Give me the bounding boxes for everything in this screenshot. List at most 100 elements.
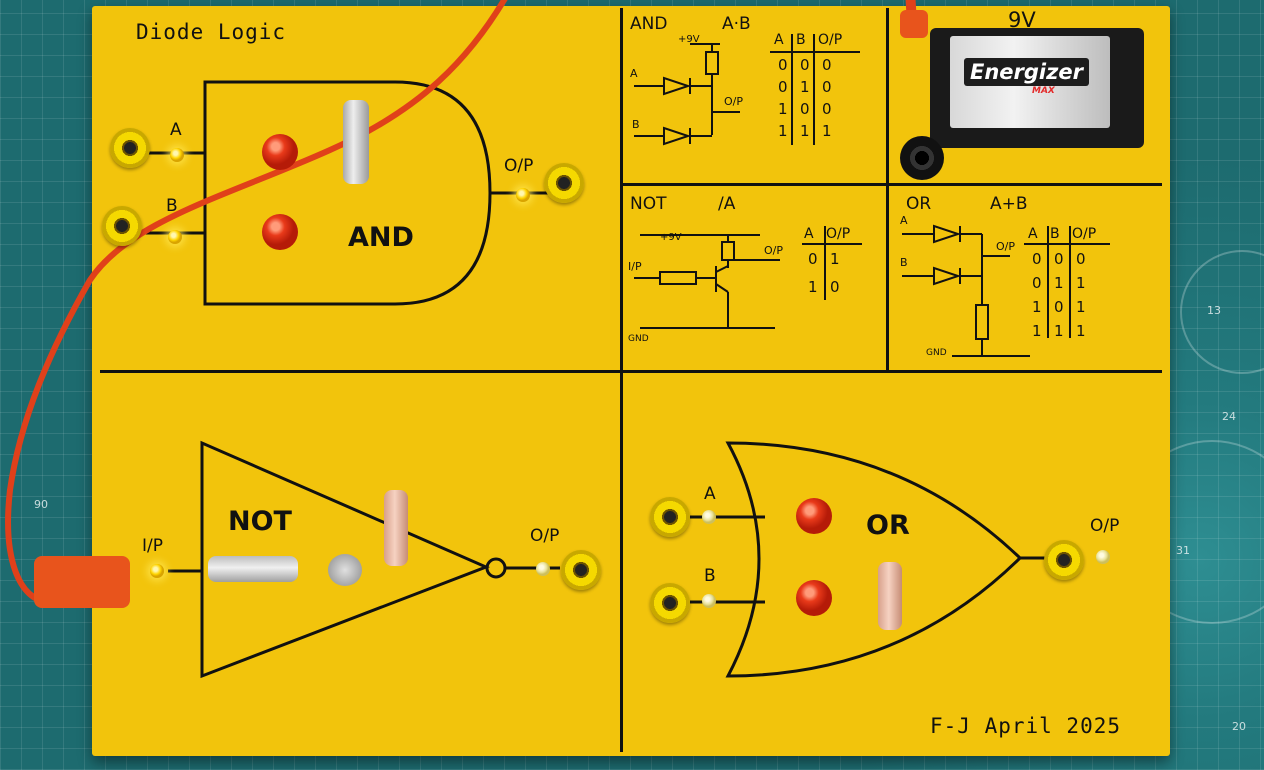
or-socket-output[interactable] (1044, 540, 1084, 580)
truth-table-header: O/P (818, 32, 843, 48)
not-led-input (150, 564, 164, 578)
or-led-b (702, 594, 716, 608)
and-schematic-expr: A·B (722, 14, 751, 34)
not-gate-outline (200, 440, 490, 679)
black-socket (900, 136, 944, 180)
not-schematic-out: O/P (764, 244, 783, 257)
and-led-b (168, 230, 182, 244)
and-socket-b[interactable] (102, 206, 142, 246)
truth-table-cell: 0 (1076, 250, 1086, 268)
and-socket-a[interactable] (110, 128, 150, 168)
not-schematic (634, 226, 862, 329)
or-label-b: B (704, 566, 716, 586)
not-schematic-in: I/P (628, 260, 642, 273)
truth-table-cell: 1 (778, 122, 788, 140)
or-schematic (902, 224, 1110, 357)
or-schematic-gnd: GND (926, 348, 947, 358)
and-gate-name: AND (348, 222, 414, 253)
and-led-a (170, 148, 184, 162)
and-schematic-supply: +9V (678, 34, 700, 45)
battery-sub: MAX (1032, 86, 1055, 96)
truth-table-cell: 0 (822, 56, 832, 74)
red-test-wire (5, 0, 508, 605)
or-socket-b[interactable] (650, 583, 690, 623)
board-title: Diode Logic (136, 20, 287, 44)
and-schematic-in-b: B (632, 118, 640, 131)
mat-number: 13 (1207, 304, 1221, 317)
truth-table-cell: 0 (822, 100, 832, 118)
battery-red-plug (900, 10, 928, 38)
not-schematic-supply: +9V (660, 232, 682, 243)
truth-table-header: O/P (826, 226, 851, 242)
and-red-led-2 (262, 214, 298, 250)
truth-table-cell: 0 (808, 250, 818, 268)
not-led-output (536, 562, 550, 576)
truth-table-cell: 1 (800, 122, 810, 140)
or-schematic-in-b: B (900, 256, 908, 269)
and-schematic (634, 34, 860, 146)
or-label-a: A (704, 484, 716, 504)
not-transistor (328, 554, 362, 586)
or-schematic-out: O/P (996, 240, 1015, 253)
truth-table-cell: 0 (830, 278, 840, 296)
not-socket-output[interactable] (561, 550, 601, 590)
divider-vertical (620, 8, 623, 752)
and-led-output (516, 188, 530, 202)
truth-table-cell: 0 (800, 100, 810, 118)
truth-table-header: A (774, 32, 784, 48)
truth-table-cell: 1 (1076, 322, 1086, 340)
and-schematic-out: O/P (724, 95, 743, 108)
or-schematic-title: OR (906, 194, 932, 214)
truth-table-cell: 1 (1076, 298, 1086, 316)
truth-table-cell: 1 (808, 278, 818, 296)
or-gate-outline (725, 441, 1023, 678)
red-banana-plug[interactable] (34, 556, 130, 608)
mat-number: 24 (1222, 410, 1236, 423)
or-socket-a[interactable] (650, 497, 690, 537)
divider-horizontal (100, 370, 1162, 373)
truth-table-cell: 1 (1076, 274, 1086, 292)
or-resistor (878, 562, 902, 630)
not-label-input: I/P (142, 536, 163, 556)
truth-table-cell: 0 (1032, 274, 1042, 292)
truth-table-cell: 0 (1032, 250, 1042, 268)
truth-table-cell: 0 (800, 56, 810, 74)
and-red-led-1 (262, 134, 298, 170)
truth-table-header: B (1050, 226, 1060, 242)
and-schematic-title: AND (630, 14, 668, 34)
truth-table-cell: 1 (830, 250, 840, 268)
truth-table-header: O/P (1072, 226, 1097, 242)
not-schematic-expr: /A (718, 194, 736, 214)
truth-table-header: B (796, 32, 806, 48)
and-label-output: O/P (504, 156, 534, 176)
not-gate-name: NOT (228, 506, 292, 537)
or-red-led-1 (796, 498, 832, 534)
and-label-b: B (166, 196, 178, 216)
not-base-resistor (208, 556, 298, 582)
and-schematic-in-a: A (630, 67, 638, 80)
truth-table-cell: 1 (1054, 322, 1064, 340)
truth-table-cell: 1 (1054, 274, 1064, 292)
mat-number: 90 (34, 498, 48, 511)
truth-table-header: A (1028, 226, 1038, 242)
divider-schematic (620, 183, 1162, 186)
battery-holder: Energizer MAX (930, 28, 1144, 148)
not-collector-resistor (384, 490, 408, 566)
truth-table-cell: 0 (778, 78, 788, 96)
truth-table-header: A (804, 226, 814, 242)
and-gate-outline (203, 80, 492, 306)
truth-table-cell: 1 (822, 122, 832, 140)
board-credit: F-J April 2025 (930, 714, 1122, 738)
truth-table-cell: 0 (1054, 250, 1064, 268)
and-resistor (343, 100, 369, 184)
or-led-a (702, 510, 716, 524)
or-red-led-2 (796, 580, 832, 616)
mat-number: 20 (1232, 720, 1246, 733)
battery-brand: Energizer (964, 58, 1089, 86)
truth-table-cell: 0 (822, 78, 832, 96)
not-schematic-gnd: GND (628, 334, 649, 344)
or-led-output (1096, 550, 1110, 564)
and-socket-output[interactable] (544, 163, 584, 203)
